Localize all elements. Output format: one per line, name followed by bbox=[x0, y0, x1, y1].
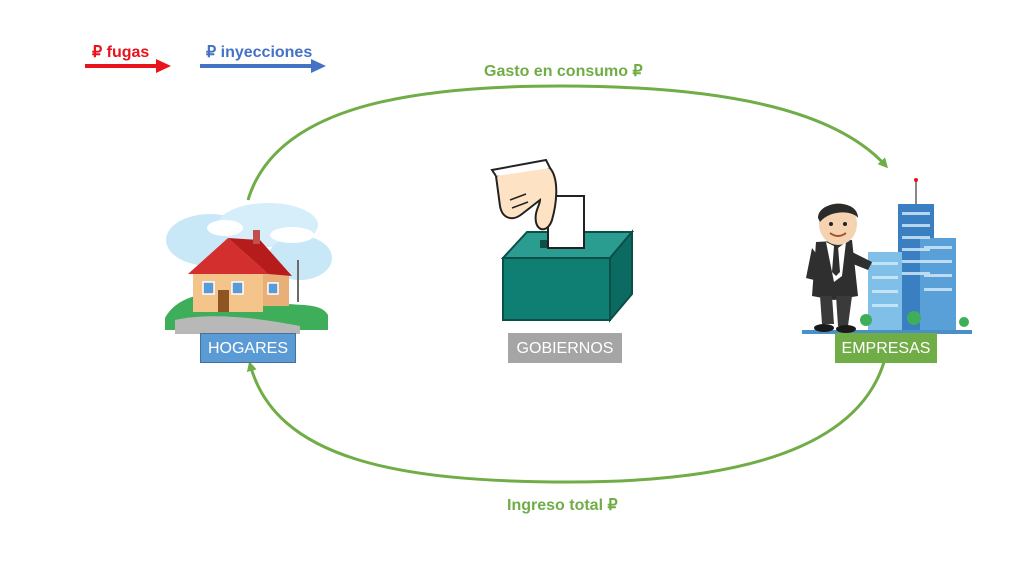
firms-box: EMPRESAS bbox=[835, 333, 937, 363]
leak-arrow bbox=[85, 59, 171, 73]
injections-legend-label: ₽ inyecciones bbox=[206, 44, 313, 61]
injection-arrow bbox=[200, 59, 326, 73]
leaks-legend-label: ₽ fugas bbox=[92, 44, 150, 61]
consumption-flow-label: Gasto en consumo ₽ bbox=[484, 63, 643, 80]
income-flow-label: Ingreso total ₽ bbox=[507, 497, 618, 514]
house-icon bbox=[165, 203, 332, 334]
government-box: GOBIERNOS bbox=[508, 333, 622, 363]
business-icon bbox=[802, 178, 972, 334]
consumption-flow-arrow bbox=[246, 84, 889, 201]
income-flow-arrow bbox=[246, 361, 886, 484]
households-box: HOGARES bbox=[200, 333, 296, 363]
ballot-box-icon bbox=[490, 158, 635, 323]
